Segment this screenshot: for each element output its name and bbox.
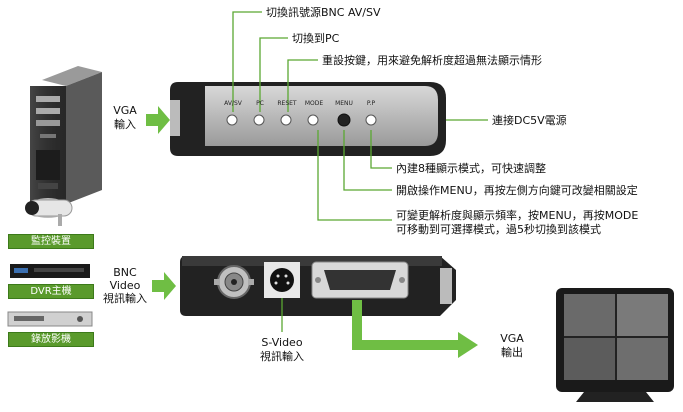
- player-icon: [7, 311, 93, 327]
- bnc-label-line2: Video: [109, 279, 141, 292]
- callout-mode-line1: 可變更解析度與顯示頻率，按MENU，再按MODE: [396, 209, 639, 222]
- bnc-input-arrow: [152, 272, 176, 300]
- source-label-player: 錄放影機: [8, 332, 94, 347]
- svideo-label-line2: 視訊輸入: [260, 350, 304, 363]
- vga-output-arrow: [352, 300, 478, 358]
- top-device: [170, 82, 446, 156]
- btn-label-menu: MENU: [335, 100, 353, 107]
- callout-switch-pc: 切換到PC: [292, 32, 340, 45]
- bottom-device: [180, 256, 456, 316]
- pc-tower: [30, 66, 102, 204]
- callout-menu: 開啟操作MENU，再按左側方向鍵可改變相關設定: [396, 184, 638, 197]
- callout-power: 連接DC5V電源: [492, 114, 567, 127]
- dvr-icon: [10, 264, 90, 278]
- svideo-label-line1: S-Video: [261, 336, 303, 349]
- callout-pp: 內建8種顯示模式，可快速調整: [396, 162, 546, 175]
- vga-output-label-line1: VGA: [500, 332, 524, 345]
- btn-label-pp: P.P: [366, 100, 376, 107]
- btn-label-mode: MODE: [304, 100, 324, 107]
- source-label-camera: 監控裝置: [8, 234, 94, 249]
- btn-label-reset: RESET: [277, 100, 297, 107]
- camera-icon: [25, 198, 73, 226]
- vga-input-label-line2: 輸入: [114, 118, 136, 131]
- btn-label-av-sv: AV/SV: [224, 100, 242, 107]
- source-label-dvr: DVR主機: [8, 284, 94, 299]
- vga-input-arrow: [146, 106, 170, 134]
- callout-lines: [232, 11, 488, 221]
- vga-output-label-line2: 輸出: [501, 346, 523, 359]
- bnc-label-line3: 視訊輸入: [103, 292, 147, 305]
- callout-reset: 重設按鍵，用來避免解析度超過無法顯示情形: [322, 54, 542, 67]
- vga-input-label-line1: VGA: [113, 104, 137, 117]
- monitor-icon: [556, 288, 674, 402]
- callout-mode-line2: 可移動到可選擇模式，過5秒切換到該模式: [396, 223, 601, 236]
- bnc-label-line1: BNC: [113, 266, 137, 279]
- btn-label-pc: PC: [256, 100, 264, 107]
- callout-switch-bnc: 切換訊號源BNC AV/SV: [266, 6, 381, 19]
